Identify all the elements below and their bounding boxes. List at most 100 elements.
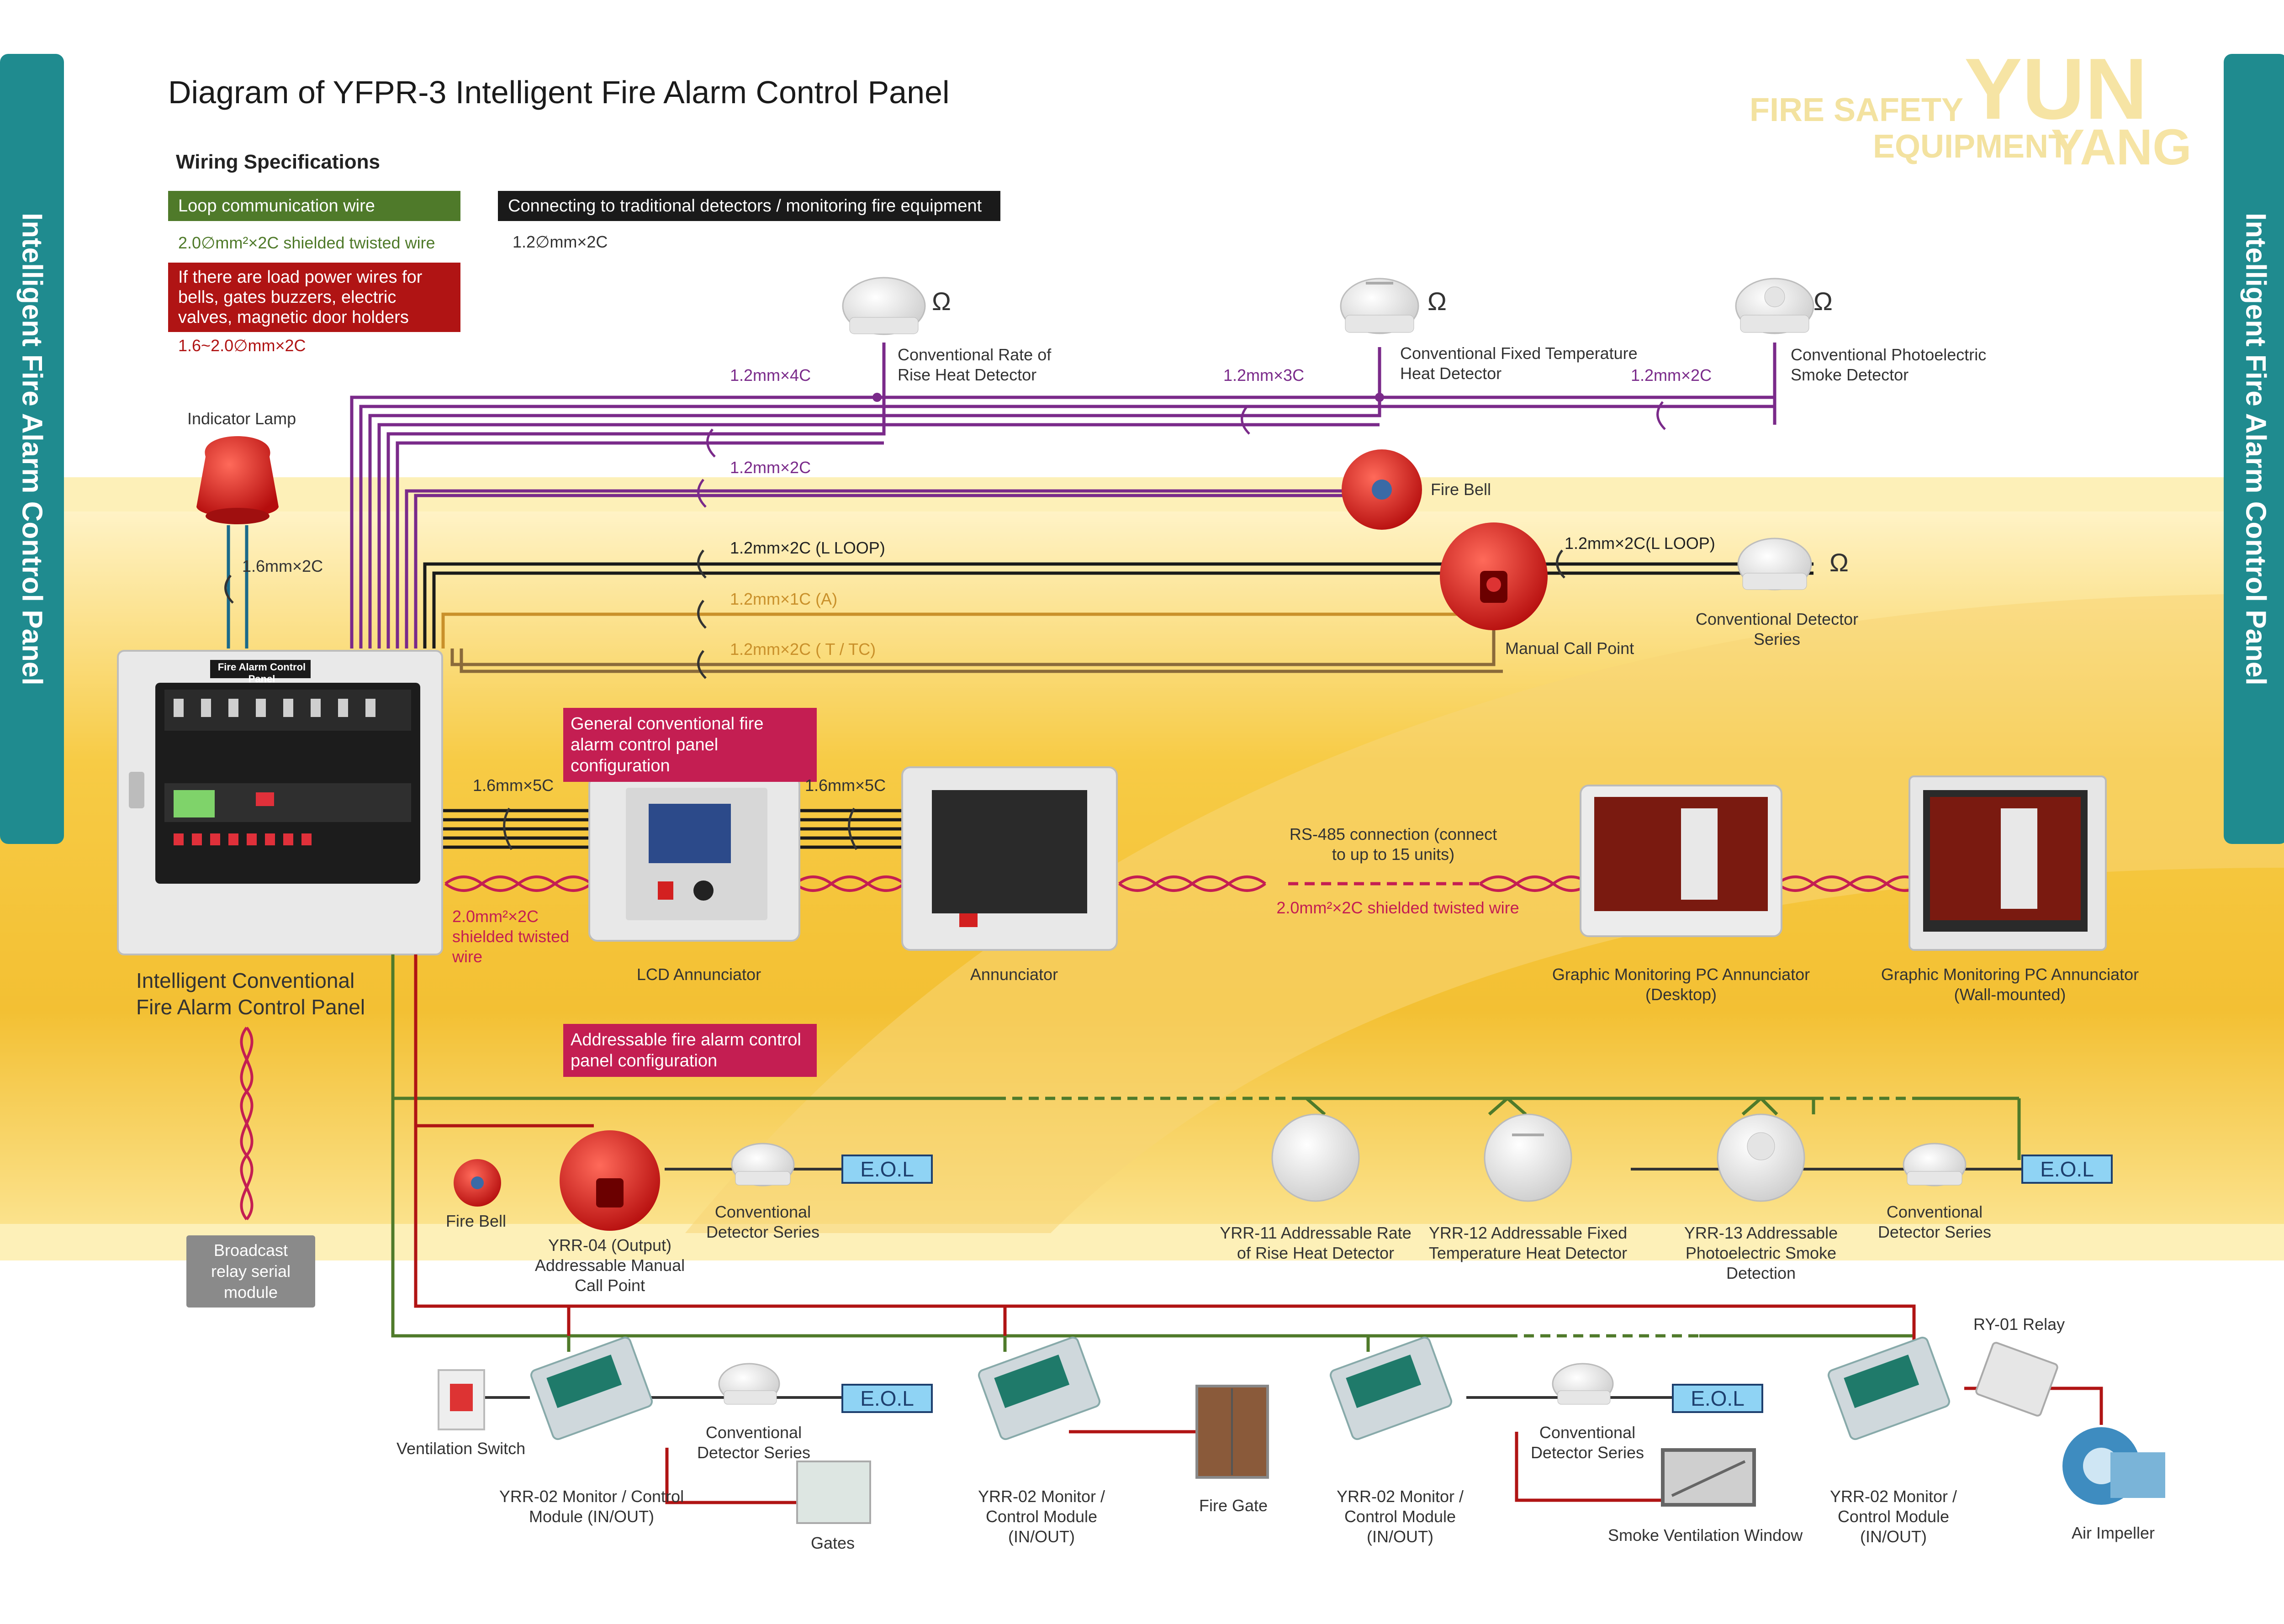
conv-detector-low-2 [1903, 1143, 1967, 1186]
manual-call-point-top [1440, 522, 1548, 630]
air-impeller-label: Air Impeller [2072, 1524, 2155, 1542]
right-side-tab: Intelligent Fire Alarm Control Panel [2224, 54, 2284, 844]
load-wire-legend: If there are load power wires for bells,… [168, 263, 460, 332]
rs485-twisted-wire [444, 875, 1924, 892]
conv-series-low-2-label: Conventional Detector Series [1877, 1202, 1992, 1241]
lcd-annunciator-label: LCD Annunciator [636, 965, 761, 984]
fire-gate-graphic [1195, 1385, 1269, 1479]
conv-series-low-3-label: Conventional Detector Series [697, 1423, 811, 1462]
fire-gate-label: Fire Gate [1199, 1496, 1268, 1515]
left-side-label: Intelligent Fire Alarm Control Panel [16, 212, 48, 685]
right-side-label: Intelligent Fire Alarm Control Panel [2240, 212, 2272, 685]
rs485-label: RS-485 connection (connect to up to 15 u… [1289, 825, 1497, 864]
indicator-lamp [196, 436, 279, 649]
loop-wire-spec: 2.0∅mm²×2C shielded twisted wire [178, 233, 435, 252]
shielded-wire-label: 2.0mm²×2C shielded twisted wire [452, 907, 570, 966]
eol-3: E.O.L [841, 1384, 933, 1413]
band-swoosh [685, 594, 2284, 1233]
conv-detector-low-3 [718, 1363, 780, 1405]
loop-wire-label-2: 1.2mm×2C(L LOOP) [1565, 534, 1715, 553]
conv-detector-series-label: Conventional Detector Series [1695, 610, 1859, 649]
general-config-box: General conventional fire alarm control … [563, 708, 817, 782]
smoke-window-label: Smoke Ventilation Window [1608, 1526, 1803, 1545]
fire-bell-low-label: Fire Bell [446, 1212, 507, 1230]
trad-wire-legend: Connecting to traditional detectors / mo… [498, 191, 1000, 221]
eol-4: E.O.L [1672, 1384, 1763, 1413]
ry01-label: RY-01 Relay [1973, 1315, 2065, 1334]
conv-detector-low-1 [731, 1143, 795, 1186]
lcd-annunciator-graphic [588, 775, 800, 942]
fire-bell-top-label: Fire Bell [1431, 480, 1491, 499]
wiring-heading: Wiring Specifications [176, 151, 381, 173]
conv-detector-ror [842, 277, 926, 335]
conv-detector-fixed [1340, 278, 1419, 334]
fixed-detector-label: Conventional Fixed Temperature Heat Dete… [1400, 344, 1638, 383]
annunciator-graphic [901, 766, 1118, 951]
conv-detector-low-4 [1552, 1363, 1614, 1405]
ror-detector-label: Conventional Rate of Rise Heat Detector [898, 345, 1052, 384]
a-wire-label: 1.2mm×1C (A) [730, 590, 838, 608]
trad-wire-spec: 1.2∅mm×2C [513, 232, 608, 251]
yrr02-module-4 [1827, 1336, 1951, 1440]
load-wire-spec: 1.6~2.0∅mm×2C [178, 336, 306, 355]
loop-ticks [697, 549, 1565, 679]
conv-detector-photo [1735, 278, 1814, 334]
yrr02-label-4: YRR-02 Monitor / Control Module (IN/OUT) [1829, 1487, 1957, 1546]
yrr13-graphic [1717, 1113, 1805, 1202]
loop-wires [423, 562, 1813, 673]
lamp-wire-label: 1.6mm×2C [242, 557, 323, 575]
fire-bell-wire-label: 1.2mm×2C [730, 458, 811, 477]
pc-wall-graphic [1909, 775, 2107, 951]
yrr13-label: YRR-13 Addressable Photoelectric Smoke D… [1684, 1223, 1838, 1282]
indicator-lamp-label: Indicator Lamp [187, 409, 296, 428]
broadcast-relay-box: Broadcast relay serial module [186, 1235, 315, 1308]
smoke-window-graphic [1661, 1448, 1756, 1507]
page-title: Diagram of YFPR-3 Intelligent Fire Alarm… [168, 74, 950, 110]
manual-call-point-label: Manual Call Point [1505, 639, 1634, 658]
wire-2c-label: 1.2mm×2C [1631, 366, 1712, 385]
yrr02-module-1 [530, 1336, 653, 1440]
annunciator-label: Annunciator [970, 965, 1058, 984]
ry01-graphic [1975, 1342, 2058, 1417]
gates-graphic [796, 1461, 871, 1524]
panel-name-label: Intelligent Conventional Fire Alarm Cont… [136, 969, 365, 1019]
broadcast-twisted-wire [240, 1027, 254, 1220]
yrr04-graphic [560, 1130, 660, 1231]
wire-5c-label-2: 1.6mm×5C [805, 776, 886, 795]
yrr02-module-3 [1329, 1336, 1453, 1440]
ohm-4: Ω [1829, 548, 1849, 577]
yrr11-graphic [1271, 1113, 1360, 1202]
conv-series-low-4-label: Conventional Detector Series [1530, 1423, 1644, 1462]
ohm-2: Ω [1428, 287, 1447, 316]
left-side-tab: Intelligent Fire Alarm Control Panel [0, 54, 64, 844]
pc-desktop-label: Graphic Monitoring PC Annunciator (Deskt… [1552, 965, 1810, 1004]
fire-bell-top [1342, 449, 1422, 530]
purple-ticks [697, 401, 1666, 508]
air-impeller-graphic [2062, 1427, 2165, 1505]
logo-equipment: EQUIPMENT [1873, 128, 2069, 165]
loop-wire-legend: Loop communication wire [168, 191, 460, 221]
yrr02-label-2: YRR-02 Monitor / Control Module (IN/OUT) [978, 1487, 1105, 1546]
yrr02-label-1: YRR-02 Monitor / Control Module (IN/OUT) [499, 1487, 684, 1526]
wire-3c-label: 1.2mm×3C [1223, 366, 1305, 385]
logo-yang: YANG [2051, 119, 2192, 175]
eol-1: E.O.L [841, 1155, 933, 1184]
logo-yun: YUN [1964, 41, 2148, 137]
conv-detector-series-top [1737, 538, 1812, 591]
control-panel-graphic [117, 650, 443, 955]
ohm-1: Ω [932, 287, 951, 316]
fire-bell-low-graphic [454, 1159, 501, 1207]
loop-wire-label: 1.2mm×2C (L LOOP) [730, 538, 885, 557]
yrr12-graphic [1484, 1113, 1572, 1202]
photo-detector-label: Conventional Photoelectric Smoke Detecto… [1791, 345, 1987, 384]
rs485-wire-label: 2.0mm²×2C shielded twisted wire [1276, 898, 1519, 917]
vent-switch-graphic [438, 1369, 485, 1430]
band-light-bottom [0, 1224, 2284, 1260]
yrr11-label: YRR-11 Addressable Rate of Rise Heat Det… [1220, 1223, 1412, 1262]
wire-4c-label: 1.2mm×4C [730, 366, 811, 385]
panel-plate: Fire Alarm Control Panel [217, 661, 306, 685]
wire-5c-label-1: 1.6mm×5C [473, 776, 554, 795]
t-wire-label: 1.2mm×2C ( T / TC) [730, 640, 876, 659]
yrr02-label-3: YRR-02 Monitor / Control Module (IN/OUT) [1336, 1487, 1464, 1546]
